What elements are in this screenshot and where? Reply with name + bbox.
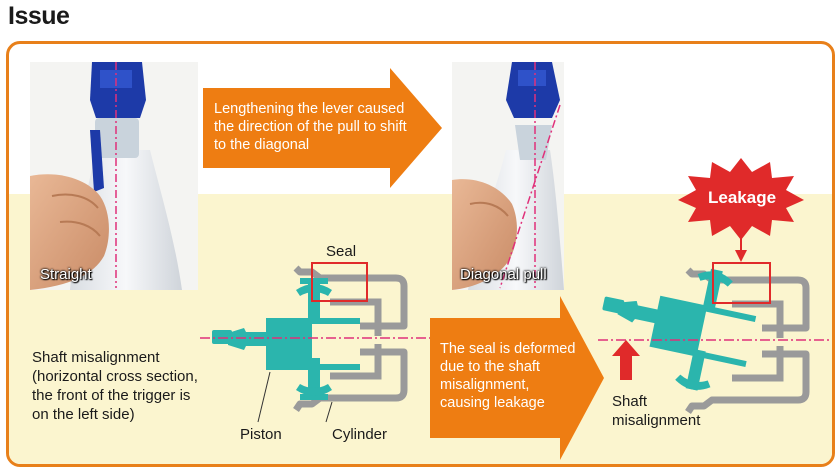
label-diagonal-pull: Diagonal pull (460, 266, 547, 283)
caption-line: on the left side) (32, 405, 198, 424)
left-cross-section (200, 263, 430, 422)
photo-diagonal (452, 62, 564, 290)
shaft-misalignment-label: Shaft misalignment (612, 392, 700, 430)
middle-arrow-text: The seal is deformed due to the shaft mi… (440, 340, 575, 412)
caption-line: the front of the trigger is (32, 386, 198, 405)
middle-arrow-line: causing leakage (440, 394, 575, 412)
top-arrow-line: Lengthening the lever caused (214, 100, 407, 118)
caption-line: Shaft misalignment (32, 348, 198, 367)
top-arrow-text: Lengthening the lever caused the directi… (214, 100, 407, 154)
middle-arrow-line: misalignment, (440, 376, 575, 394)
label-straight: Straight (40, 266, 92, 283)
left-caption: Shaft misalignment (horizontal cross sec… (32, 348, 198, 424)
photo-straight (30, 62, 198, 290)
shaft-label-line: misalignment (612, 411, 700, 430)
top-arrow-line: to the diagonal (214, 136, 407, 154)
shaft-label-line: Shaft (612, 392, 700, 411)
seal-label: Seal (326, 242, 356, 261)
caption-line: (horizontal cross section, (32, 367, 198, 386)
top-arrow-line: the direction of the pull to shift (214, 118, 407, 136)
middle-arrow-line: due to the shaft (440, 358, 575, 376)
cylinder-label: Cylinder (332, 425, 387, 444)
piston-label: Piston (240, 425, 282, 444)
leakage-label: Leakage (708, 188, 776, 208)
middle-arrow-line: The seal is deformed (440, 340, 575, 358)
